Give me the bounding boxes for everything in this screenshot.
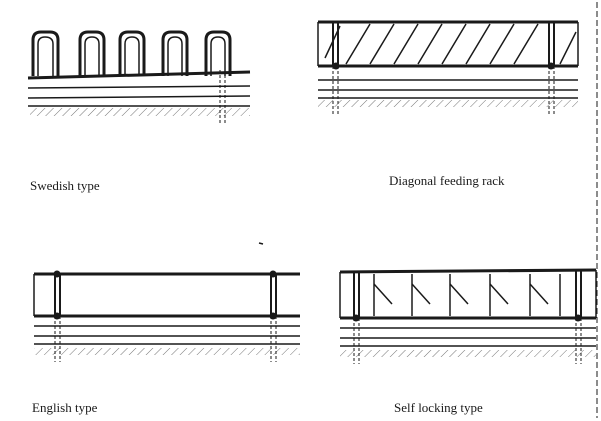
locking-bars [373,274,561,316]
english-type-diagram [33,270,300,362]
swedish-type-diagram [27,30,251,124]
diagonal-slats [324,23,577,65]
self-locking-diagram [339,268,597,364]
caption-english-type: English type [32,400,98,415]
caption-diagonal-feeding-rack: Diagonal feeding rack [389,173,505,188]
diagonal-rack-diagram [317,20,579,116]
caption-swedish-type: Swedish type [30,178,100,193]
stray-mark [258,242,264,245]
swedish-loops [31,30,232,76]
caption-self-locking-type: Self locking type [394,400,483,415]
